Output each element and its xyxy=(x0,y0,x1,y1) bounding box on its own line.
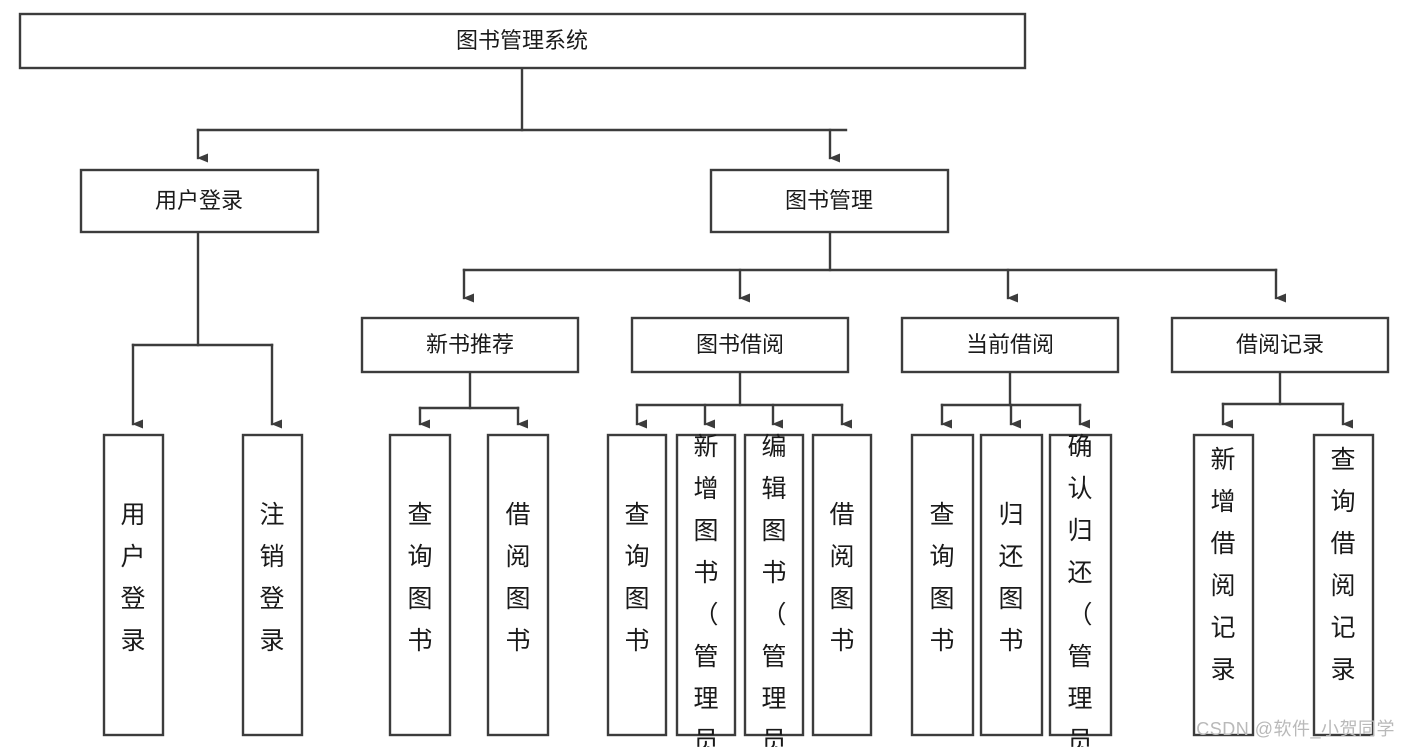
node-leaf-cur-query[interactable]: 查询图书 xyxy=(910,433,975,737)
node-leaf-rec-query2-box[interactable] xyxy=(1312,433,1375,737)
node-borrow-record[interactable]: 借阅记录 xyxy=(1170,316,1390,374)
node-leaf-borrow-edit[interactable]: 编辑图书（管理员） xyxy=(743,433,805,747)
node-leaf-cur-confirm-label: 确认归还（管理员） xyxy=(1067,433,1092,747)
node-leaf-cur-query-box[interactable] xyxy=(910,433,975,737)
node-leaf-borrow-lend[interactable]: 借阅图书 xyxy=(811,433,873,737)
node-book-borrow-box[interactable] xyxy=(630,316,850,374)
node-leaf-rec-borrow-label: 借阅图书 xyxy=(505,501,530,655)
node-leaf-rec-query[interactable]: 查询图书 xyxy=(388,433,452,737)
node-leaf-rec-add-box[interactable] xyxy=(1192,433,1255,737)
node-new-book-rec[interactable]: 新书推荐 xyxy=(360,316,580,374)
node-leaf-borrow-edit-box[interactable] xyxy=(743,433,805,737)
node-leaf-cur-return[interactable]: 归还图书 xyxy=(979,433,1044,737)
node-root-box[interactable] xyxy=(18,12,1027,70)
connector-group xyxy=(131,66,1353,429)
node-leaf-borrow-add-box[interactable] xyxy=(675,433,737,737)
node-book-borrow[interactable]: 图书借阅 xyxy=(630,316,850,374)
node-leaf-rec-add-label: 新增借阅记录 xyxy=(1210,446,1235,684)
node-leaf-rec-borrow[interactable]: 借阅图书 xyxy=(486,433,550,737)
node-leaf-borrow-add[interactable]: 新增图书（管理员） xyxy=(675,433,737,747)
node-leaf-rec-borrow-box[interactable] xyxy=(486,433,550,737)
node-leaf-rec-query2-label: 查询借阅记录 xyxy=(1330,446,1355,684)
node-leaf-cur-confirm[interactable]: 确认归还（管理员） xyxy=(1048,433,1113,747)
node-book-borrow-label: 图书借阅 xyxy=(696,332,784,357)
node-leaf-rec-add[interactable]: 新增借阅记录 xyxy=(1192,433,1255,737)
node-user-login-box[interactable] xyxy=(79,168,320,234)
node-borrow-record-box[interactable] xyxy=(1170,316,1390,374)
node-leaf-borrow-lend-box[interactable] xyxy=(811,433,873,737)
node-leaf-borrow-lend-label: 借阅图书 xyxy=(829,501,854,655)
node-leaf-user-logout[interactable]: 注销登录 xyxy=(241,433,304,737)
node-leaf-user-logout-label: 注销登录 xyxy=(259,501,284,655)
node-book-manage-label: 图书管理 xyxy=(785,188,873,213)
node-leaf-user-login[interactable]: 用户登录 xyxy=(102,433,165,737)
node-book-manage[interactable]: 图书管理 xyxy=(709,168,950,234)
node-new-book-rec-label: 新书推荐 xyxy=(426,332,514,357)
node-leaf-rec-query-box[interactable] xyxy=(388,433,452,737)
node-leaf-user-login-box[interactable] xyxy=(102,433,165,737)
node-leaf-borrow-query-box[interactable] xyxy=(606,433,668,737)
node-leaf-borrow-query[interactable]: 查询图书 xyxy=(606,433,668,737)
node-current-borrow[interactable]: 当前借阅 xyxy=(900,316,1120,374)
node-book-manage-box[interactable] xyxy=(709,168,950,234)
node-new-book-rec-box[interactable] xyxy=(360,316,580,374)
node-leaf-rec-query2[interactable]: 查询借阅记录 xyxy=(1312,433,1375,737)
node-leaf-borrow-edit-label: 编辑图书（管理员） xyxy=(761,433,786,747)
node-root-label: 图书管理系统 xyxy=(456,28,588,53)
node-leaf-cur-return-box[interactable] xyxy=(979,433,1044,737)
node-leaf-rec-query-label: 查询图书 xyxy=(407,501,432,655)
node-leaf-borrow-add-label: 新增图书（管理员） xyxy=(693,433,718,747)
node-root[interactable]: 图书管理系统 xyxy=(18,12,1027,70)
node-leaf-cur-return-label: 归还图书 xyxy=(998,501,1023,655)
node-leaf-borrow-query-label: 查询图书 xyxy=(624,501,649,655)
node-leaf-cur-query-label: 查询图书 xyxy=(929,501,954,655)
node-leaf-user-logout-box[interactable] xyxy=(241,433,304,737)
node-current-borrow-box[interactable] xyxy=(900,316,1120,374)
node-leaf-user-login-label: 用户登录 xyxy=(120,501,145,655)
node-current-borrow-label: 当前借阅 xyxy=(966,332,1054,357)
node-borrow-record-label: 借阅记录 xyxy=(1236,332,1324,357)
node-user-login[interactable]: 用户登录 xyxy=(79,168,320,234)
node-leaf-cur-confirm-box[interactable] xyxy=(1048,433,1113,737)
node-user-login-label: 用户登录 xyxy=(155,188,243,213)
